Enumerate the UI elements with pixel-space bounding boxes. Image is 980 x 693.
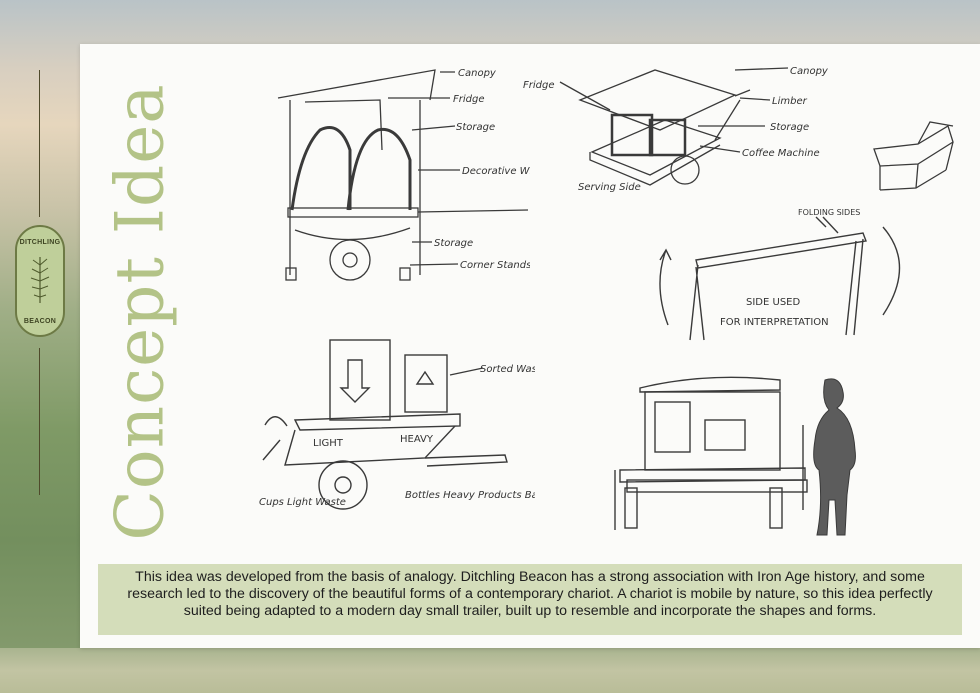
sketch5-label-heavy: HEAVY bbox=[400, 434, 434, 445]
sketch4-label-side-used: SIDE USED bbox=[746, 297, 800, 308]
sketch-trailer-with-person bbox=[605, 370, 865, 540]
logo-text-bottom: BEACON bbox=[23, 318, 57, 325]
content-card bbox=[80, 44, 980, 648]
sketch1-label-corner-stands: Corner Stands bbox=[460, 260, 530, 271]
sketch-folding-box bbox=[868, 114, 958, 194]
sketch2-label-storage: Storage bbox=[770, 122, 809, 133]
sketch2-label-coffee-machine: Coffee Machine bbox=[742, 148, 820, 159]
logo-text-top: DITCHLING bbox=[19, 239, 61, 246]
sketch2-label-serving-side: Serving Side bbox=[578, 182, 641, 193]
sketch4-label-folding-sides: FOLDING SIDES bbox=[798, 208, 860, 217]
sketch5-label-bottles: Bottles Heavy Products Batteries bbox=[405, 490, 535, 501]
sketch5-label-sorted-waste: Sorted Waste bbox=[480, 364, 535, 375]
sketch1-label-storage-lower: Storage bbox=[434, 238, 473, 249]
herb-sprig-icon bbox=[30, 257, 50, 303]
sketch2-label-fridge: Fridge bbox=[523, 80, 555, 91]
sketch1-label-decorative-wheel: Decorative Wheel bbox=[462, 166, 530, 177]
divider-line-top bbox=[39, 70, 40, 217]
sketch2-label-limber: Limber bbox=[772, 96, 808, 107]
landscape-foreground bbox=[0, 648, 980, 693]
ditchling-beacon-logo: DITCHLING BEACON bbox=[15, 225, 65, 337]
sketch-waste-trailer: Sorted Waste LIGHT HEAVY Cups Light Wast… bbox=[255, 330, 535, 555]
sketch1-label-fridge: Fridge bbox=[453, 94, 485, 105]
page-title: Concept Idea bbox=[102, 83, 179, 540]
caption-text: This idea was developed from the basis o… bbox=[127, 569, 933, 619]
sketch4-label-for-interpretation: FOR INTERPRETATION bbox=[720, 317, 829, 328]
sketch-front-view: Canopy Fridge Storage Decorative Wheel S… bbox=[270, 60, 530, 290]
sketch-folding-sides: FOLDING SIDES SIDE USED FOR INTERPRETATI… bbox=[648, 205, 908, 350]
sketch5-label-cups: Cups Light Waste bbox=[259, 497, 346, 508]
sketch1-label-storage: Storage bbox=[456, 122, 495, 133]
caption-box: This idea was developed from the basis o… bbox=[98, 564, 962, 635]
divider-line-bottom bbox=[39, 348, 40, 495]
sketch5-label-light: LIGHT bbox=[313, 438, 344, 449]
sketch1-label-canopy: Canopy bbox=[458, 68, 497, 79]
sketch-perspective-view: Fridge Canopy Limber Storage Coffee Mach… bbox=[520, 60, 850, 210]
page-title-text: Concept Idea bbox=[101, 83, 179, 541]
sketch2-label-canopy: Canopy bbox=[790, 66, 829, 77]
